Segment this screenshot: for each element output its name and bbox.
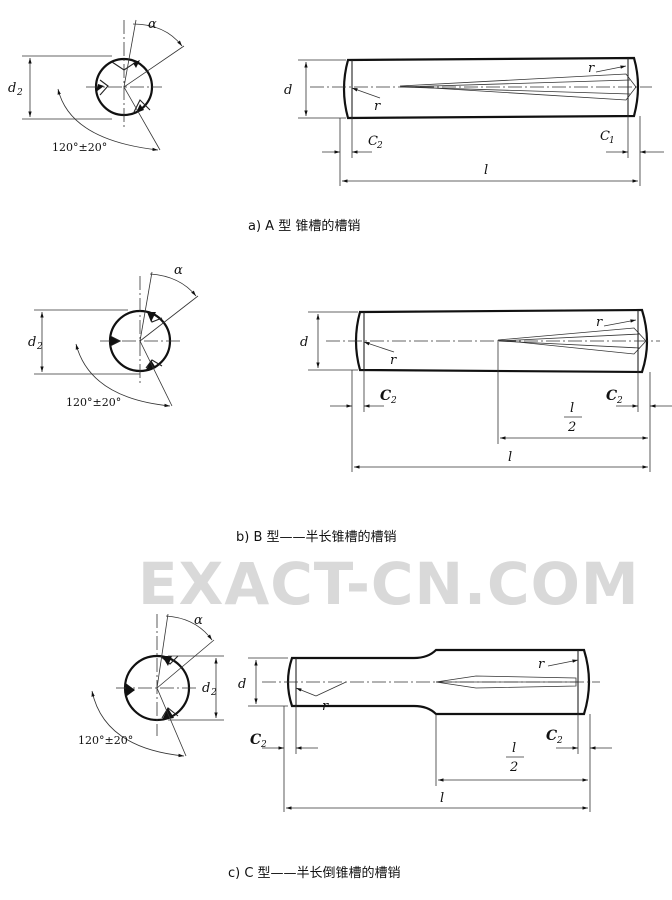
c2-label-sub: 2 <box>376 141 383 151</box>
alpha-ray-2 <box>123 45 185 88</box>
alpha-label: α <box>148 17 157 32</box>
figure-b: d 2 α 120°±20° r r d <box>28 263 672 545</box>
pin-outline <box>286 648 591 716</box>
r-left-label: r <box>390 353 397 368</box>
r-left-label: r <box>322 699 329 714</box>
caption-a: a) A 型 锥槽的槽销 <box>248 218 360 234</box>
alpha-ray-1 <box>139 271 153 342</box>
alpha-ray-1 <box>123 19 137 88</box>
figure-c-side-view: r r d C 2 C 2 l 2 l <box>238 648 612 812</box>
angle-ray <box>123 86 161 151</box>
groove-fill-left <box>110 336 119 346</box>
r-right-label: r <box>588 61 595 76</box>
r-left-tick <box>315 681 347 697</box>
groove-top <box>159 655 179 665</box>
d2-label-sub: 2 <box>210 688 217 698</box>
pin-outline <box>354 308 649 374</box>
angle-arc <box>91 690 185 758</box>
r-left-leader <box>295 687 317 697</box>
groove-line-2 <box>399 86 631 95</box>
groove-top <box>111 61 137 71</box>
r-right-leader <box>595 65 627 73</box>
d2-label-sub: 2 <box>16 88 23 98</box>
figure-c: d 2 α 120°±20° r r d <box>78 613 612 881</box>
caption-b: b) B 型——半长锥槽的槽销 <box>236 529 397 545</box>
figure-a: d 2 α 120°±20° r r <box>8 17 664 234</box>
figure-b-cross-section: d 2 α 120°±20° <box>28 263 199 409</box>
d2-label: d <box>202 681 210 696</box>
r-right-leader <box>603 319 637 327</box>
l-label: l <box>440 791 444 806</box>
angle-label: 120°±20° <box>78 734 133 747</box>
alpha-ray-2 <box>156 639 215 689</box>
groove-line-2 <box>497 340 641 349</box>
alpha-label: α <box>194 613 203 628</box>
angle-arc <box>75 343 171 408</box>
watermark-text: EXACT-CN.COM <box>138 550 640 618</box>
d2-label-sub: 2 <box>36 342 43 352</box>
c2-left-label-sub: 2 <box>260 740 267 750</box>
d2-label: d <box>8 81 16 96</box>
c2-label: C <box>368 134 378 149</box>
groove-line-1 <box>497 333 641 342</box>
angle-ray <box>139 340 173 407</box>
groove-taper <box>497 327 647 355</box>
groove-taper <box>399 73 637 101</box>
alpha-ray-1 <box>156 613 169 689</box>
r-right-label: r <box>596 315 603 330</box>
c2-right-label-sub: 2 <box>556 736 563 746</box>
r-left-leader <box>363 341 395 353</box>
d-label: d <box>300 335 308 350</box>
caption-c: c) C 型——半长倒锥槽的槽销 <box>228 865 401 881</box>
l-label: l <box>508 450 512 465</box>
alpha-arc <box>165 615 213 641</box>
figure-c-cross-section: d 2 α 120°±20° <box>78 613 224 758</box>
r-right-label: r <box>538 657 545 672</box>
angle-ray <box>156 687 187 757</box>
half-label-den: 2 <box>567 420 576 435</box>
c2-right-label-sub: 2 <box>616 396 623 406</box>
c2-left-label: C <box>380 388 391 404</box>
c2-left-label-sub: 2 <box>390 396 397 406</box>
c2-right-label: C <box>546 728 557 744</box>
groove-fill-top <box>133 60 140 68</box>
half-label-den: 2 <box>509 760 518 775</box>
alpha-arc <box>149 273 197 297</box>
angle-label: 120°±20° <box>52 141 107 154</box>
half-label-num: l <box>512 741 516 756</box>
r-left-label: r <box>374 99 381 114</box>
r-right-leader <box>547 659 579 667</box>
half-label-num: l <box>570 401 574 416</box>
c1-label-sub: 1 <box>609 136 615 146</box>
alpha-arc <box>132 23 183 47</box>
figure-b-side-view: r r d C 2 C 2 l 2 l <box>300 308 672 472</box>
r-left-leader <box>351 87 381 99</box>
figure-a-side-view: r r d C 2 C 1 l <box>284 56 664 186</box>
alpha-ray-2 <box>139 295 199 342</box>
d-label: d <box>284 83 292 98</box>
d-label: d <box>238 677 246 692</box>
pin-outline <box>342 56 640 120</box>
d2-label: d <box>28 335 36 350</box>
l-label: l <box>484 163 488 178</box>
groove-fill-left <box>96 84 104 92</box>
groove-line-1 <box>399 79 631 88</box>
c2-right-label: C <box>606 388 617 404</box>
angle-arc <box>57 88 159 152</box>
alpha-label: α <box>174 263 183 278</box>
figure-a-cross-section: d 2 α 120°±20° <box>8 17 185 154</box>
groove-fill-top <box>162 656 172 666</box>
c2-left-label: C <box>250 732 261 748</box>
groove-fill-left <box>126 684 135 696</box>
c1-label: C <box>600 129 610 144</box>
angle-label: 120°±20° <box>66 396 121 409</box>
groove-fill-top <box>147 312 156 322</box>
